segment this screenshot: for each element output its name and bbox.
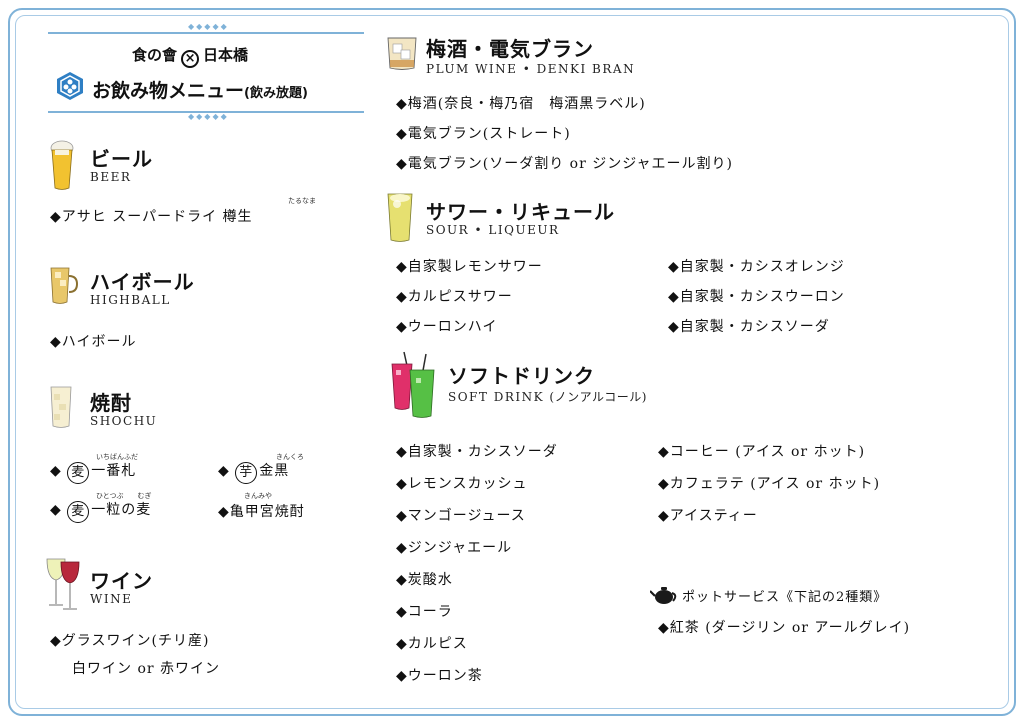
highball-mug-icon <box>50 267 78 304</box>
sour-glass-icon <box>387 193 413 242</box>
menu-item: ◆亀甲宮焼酎 <box>218 504 305 520</box>
ruby-hitotsubu-mugi: ひとつぶ むぎ <box>96 492 152 500</box>
menu-item: ◆自家製・カシスソーダ <box>668 319 830 335</box>
soft-drink-glasses-icon <box>391 351 435 418</box>
section-subtitle-wine: WINE <box>90 592 133 606</box>
barley-badge: 麦 <box>67 462 90 484</box>
menu-item: ◆紅茶 (ダージリン or アールグレイ) <box>658 620 911 636</box>
menu-item: ◆コーヒー (アイス or ホット) <box>658 444 866 460</box>
menu-title-subtitle: (飲み放題) <box>244 86 308 101</box>
menu-item: ◆ジンジャエール <box>396 540 513 556</box>
diamond-ornament-bottom: ◆◆◆◆◆ <box>188 112 229 121</box>
diamond-ornament-top: ◆◆◆◆◆ <box>188 22 229 31</box>
menu-item: ◆自家製・カシスウーロン <box>668 289 845 305</box>
ruby-ichibanfuda: いちばんふだ <box>96 453 138 461</box>
rock-glass-icon <box>387 37 417 70</box>
menu-item: ◆レモンスカッシュ <box>396 476 528 492</box>
section-subtitle-plum: PLUM WINE • DENKI BRAN <box>426 62 636 76</box>
teapot-icon <box>650 587 677 604</box>
menu-item: ◆電気ブラン(ストレート) <box>396 126 571 142</box>
beer-glass-icon <box>50 140 74 190</box>
menu-item: ◆ 麦一番札 <box>50 460 136 484</box>
menu-item: ◆ハイボール <box>50 334 137 350</box>
menu-title-main: お飲み物メニュー <box>92 80 245 102</box>
menu-item: ◆梅酒(奈良・梅乃宿 梅酒黒ラベル) <box>396 96 646 112</box>
restaurant-name: 食の會 <box>132 46 178 64</box>
menu-item: ◆炭酸水 <box>396 572 453 588</box>
ruby-tarunama: たるなま <box>288 197 316 205</box>
menu-item: ◆ウーロン茶 <box>396 668 483 684</box>
header-rule-top <box>48 32 364 34</box>
section-title-highball: ハイボール <box>90 270 195 294</box>
section-subtitle-highball: HIGHBALL <box>90 293 171 307</box>
header-rule-bottom <box>48 111 364 113</box>
menu-item: ◆マンゴージュース <box>396 508 526 524</box>
wine-glasses-icon <box>46 558 80 610</box>
section-title-beer: ビール <box>90 147 153 171</box>
menu-item: ◆カルピスサワー <box>396 289 513 305</box>
section-subtitle-sour: SOUR • LIQUEUR <box>426 223 560 237</box>
menu-title: お飲み物メニュー(飲み放題) <box>92 76 308 103</box>
shochu-glass-icon <box>50 386 72 428</box>
pot-service-title: ポットサービス《下記の2種類》 <box>682 590 888 605</box>
section-subtitle-shochu: SHOCHU <box>90 414 158 428</box>
section-subtitle-beer: BEER <box>90 170 132 184</box>
menu-item: ◆自家製・カシスオレンジ <box>668 259 845 275</box>
ruby-kinkuro: きんくろ <box>276 453 304 461</box>
section-title-wine: ワイン <box>90 569 153 593</box>
menu-item: ◆コーラ <box>396 604 453 620</box>
sweet-potato-badge: 芋 <box>235 462 258 484</box>
section-subtitle-soft: SOFT DRINK (ノンアルコール) <box>448 390 647 404</box>
menu-item: ◆自家製・カシスソーダ <box>396 444 558 460</box>
menu-item: ◆アサヒ スーパードライ 樽生 <box>50 209 253 225</box>
cross-circle-icon: × <box>181 50 200 68</box>
hexagon-logo-icon <box>57 72 83 100</box>
barley-badge: 麦 <box>67 501 90 523</box>
non-alcohol-note: (ノンアルコール) <box>549 390 647 404</box>
menu-item: ◆電気ブラン(ソーダ割り or ジンジャエール割り) <box>396 156 734 172</box>
ruby-kinmiya: きんみや <box>244 492 272 500</box>
menu-item: 白ワイン or 赤ワイン <box>72 661 221 677</box>
section-title-shochu: 焼酎 <box>90 391 132 415</box>
menu-item: ◆ 麦一粒の麦 <box>50 499 151 523</box>
inner-frame <box>15 15 1009 709</box>
menu-item: ◆アイスティー <box>658 508 758 524</box>
section-title-plum: 梅酒・電気ブラン <box>426 37 594 61</box>
section-title-soft: ソフトドリンク <box>448 364 595 388</box>
menu-item: ◆自家製レモンサワー <box>396 259 543 275</box>
menu-item: ◆カフェラテ (アイス or ホット) <box>658 476 881 492</box>
menu-item: ◆ 芋金黒 <box>218 460 289 484</box>
restaurant-location: 日本橋 <box>203 46 249 64</box>
section-title-sour: サワー・リキュール <box>426 200 615 224</box>
outer-frame <box>8 8 1016 716</box>
menu-item: ◆ウーロンハイ <box>396 319 498 335</box>
menu-item: ◆カルピス <box>396 636 468 652</box>
restaurant-logo: 食の會×日本橋 <box>132 44 248 68</box>
menu-item: ◆グラスワイン(チリ産) <box>50 633 210 649</box>
